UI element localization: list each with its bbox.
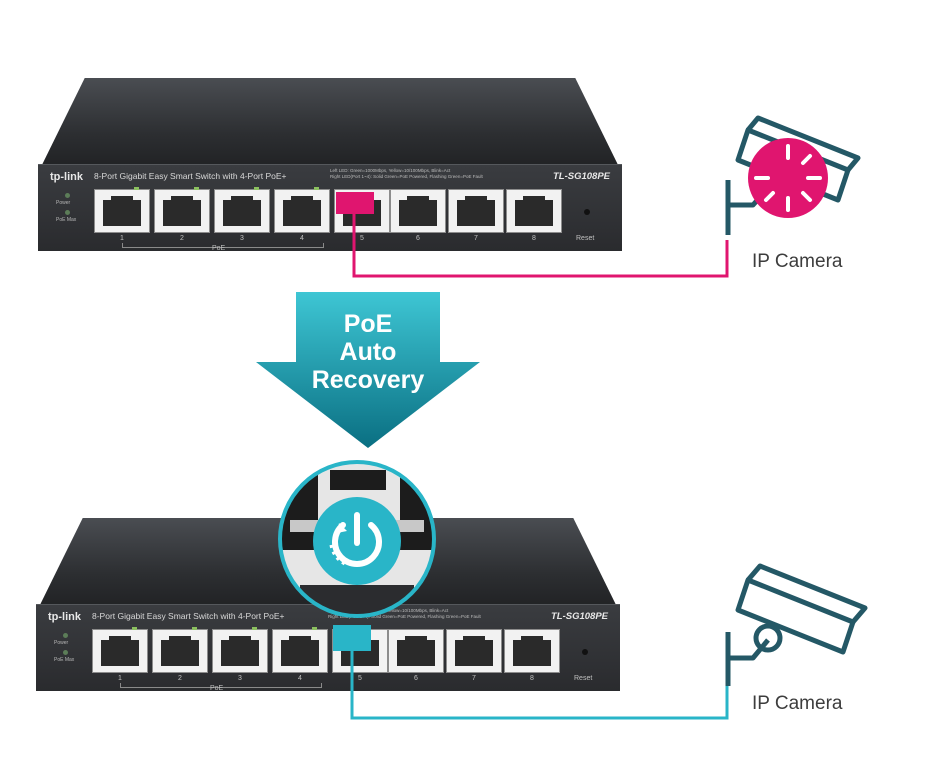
port-number: 7: [474, 235, 478, 242]
poe-max-led: [63, 650, 68, 655]
switch-bottom-front-panel: tp-link 8-Port Gigabit Easy Smart Switch…: [36, 604, 620, 692]
camera-bottom-label: IP Camera: [752, 693, 843, 714]
model-name: TL-SG108PE: [550, 611, 608, 622]
port-3[interactable]: [214, 189, 270, 233]
poe-max-led-label: PoE Max: [54, 657, 75, 663]
arrow-label: PoE Auto Recovery: [258, 310, 478, 394]
fault-cable: [352, 213, 729, 278]
switch-description: 8-Port Gigabit Easy Smart Switch with 4-…: [94, 171, 287, 181]
ip-camera-fault-icon: [708, 110, 878, 255]
power-led-label: Power: [54, 640, 69, 646]
port-number: 4: [300, 235, 304, 242]
brand-logo: tp-link: [50, 171, 83, 183]
switch-top-chassis: [38, 78, 622, 173]
port-number: 6: [416, 235, 420, 242]
port-2[interactable]: [152, 629, 208, 673]
arrow-label-line3: Recovery: [311, 366, 425, 394]
camera-top-label: IP Camera: [752, 251, 843, 272]
port-number: 8: [532, 235, 536, 242]
power-led: [65, 193, 70, 198]
port-number: 2: [178, 675, 182, 682]
ip-camera-icon: [708, 560, 878, 695]
port-led: [132, 627, 137, 630]
reset-label: Reset: [576, 235, 595, 242]
port-number: 3: [238, 675, 242, 682]
poe-bracket: [120, 683, 322, 688]
port-led: [254, 187, 259, 190]
poe-max-led-label: PoE Max: [56, 217, 77, 223]
port-number: 7: [472, 675, 476, 682]
port-number: 6: [414, 675, 418, 682]
switch-top-front-panel: tp-link 8-Port Gigabit Easy Smart Switch…: [38, 164, 622, 252]
port-led: [314, 187, 319, 190]
port-number: 5: [360, 235, 364, 242]
port-number: 2: [180, 235, 184, 242]
model-name: TL-SG108PE: [552, 171, 610, 182]
led-legend-line2: Right LED(Port 1~4): Solid Green=PoE Pow…: [330, 174, 483, 179]
port-7[interactable]: [448, 189, 504, 233]
poe-max-led: [65, 210, 70, 215]
port-6[interactable]: [388, 629, 444, 673]
power-led-label: Power: [56, 200, 71, 206]
port-number: 1: [118, 675, 122, 682]
port-3[interactable]: [212, 629, 268, 673]
power-led: [63, 633, 68, 638]
arrow-label-line2: Auto: [339, 338, 397, 366]
port-led: [194, 187, 199, 190]
port-7[interactable]: [446, 629, 502, 673]
reset-button[interactable]: [584, 209, 590, 215]
power-recovery-icon: [313, 497, 401, 590]
led-legend-line2: Right LED(Port 1~4): Solid Green=PoE Pow…: [328, 614, 481, 619]
arrow-label-line1: PoE: [343, 310, 393, 338]
reset-button[interactable]: [582, 649, 588, 655]
port-led: [312, 627, 317, 630]
port-1[interactable]: [92, 629, 148, 673]
switch-top: tp-link 8-Port Gigabit Easy Smart Switch…: [38, 78, 622, 252]
switch-bottom: tp-link 8-Port Gigabit Easy Smart Switch…: [36, 518, 620, 692]
port-number: 3: [240, 235, 244, 242]
recovered-cable: [350, 650, 729, 720]
port-1[interactable]: [94, 189, 150, 233]
port-number: 5: [358, 675, 362, 682]
led-legend: Left LED: Green=1000Mbps, Yellow=10/100M…: [330, 168, 483, 180]
poe-ports-label: PoE: [212, 245, 226, 252]
port-8[interactable]: [504, 629, 560, 673]
fault-cable-plug: [336, 192, 374, 214]
switch-description: 8-Port Gigabit Easy Smart Switch with 4-…: [92, 611, 285, 621]
brand-logo: tp-link: [48, 611, 81, 623]
poe-bracket: [122, 243, 324, 248]
port-4[interactable]: [274, 189, 330, 233]
port-4[interactable]: [272, 629, 328, 673]
port-6[interactable]: [390, 189, 446, 233]
port-led: [192, 627, 197, 630]
port-number: 1: [120, 235, 124, 242]
led-legend-line1: Left LED: Green=1000Mbps, Yellow=10/100M…: [330, 168, 451, 173]
port-8[interactable]: [506, 189, 562, 233]
port-number: 4: [298, 675, 302, 682]
poe-ports-label: PoE: [210, 685, 224, 692]
reset-label: Reset: [574, 675, 593, 682]
port-led: [252, 627, 257, 630]
port-led: [134, 187, 139, 190]
recovered-cable-plug: [333, 625, 371, 651]
port-number: 8: [530, 675, 534, 682]
port-2[interactable]: [154, 189, 210, 233]
